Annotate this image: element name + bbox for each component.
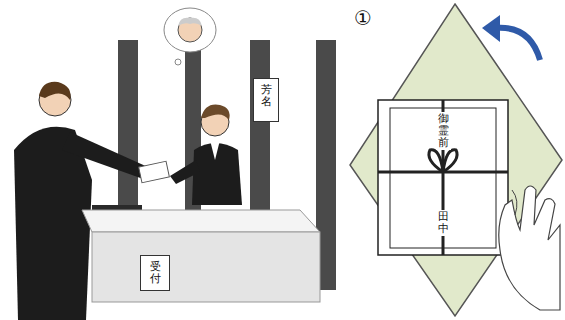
sign-text: 田中 <box>436 210 451 236</box>
desk-front <box>92 232 320 302</box>
fold-arrow-head <box>482 15 500 42</box>
fold-arrow <box>495 28 540 60</box>
desk-sign: 受付 <box>140 255 170 291</box>
thumb-line <box>512 190 517 215</box>
desk-top <box>82 210 320 232</box>
envelope-node: 御霊前田中 <box>378 100 508 255</box>
visitor-hair <box>39 82 71 100</box>
envelope-in-hand <box>139 161 170 182</box>
sign-text: 芳名 <box>259 83 274 109</box>
step-number: ① <box>354 6 372 30</box>
deceased-face <box>178 18 202 42</box>
hand <box>499 186 560 310</box>
receptionist-arm <box>170 160 200 184</box>
fukusa-cloth <box>350 4 562 316</box>
receptionist-hair <box>201 105 230 120</box>
koden-envelope <box>378 100 508 255</box>
visitor-arm <box>62 132 150 180</box>
mizuhiki-knot <box>429 150 457 172</box>
sign-text: 受付 <box>148 260 163 286</box>
receptionist-suit <box>192 143 242 205</box>
hanging-sign: 芳名 <box>253 78 279 122</box>
sign-text: 御霊前 <box>436 112 451 150</box>
shirt <box>210 140 220 160</box>
bubble-dot <box>175 59 181 65</box>
thought-bubble <box>164 8 216 52</box>
deceased-hair <box>178 18 202 26</box>
